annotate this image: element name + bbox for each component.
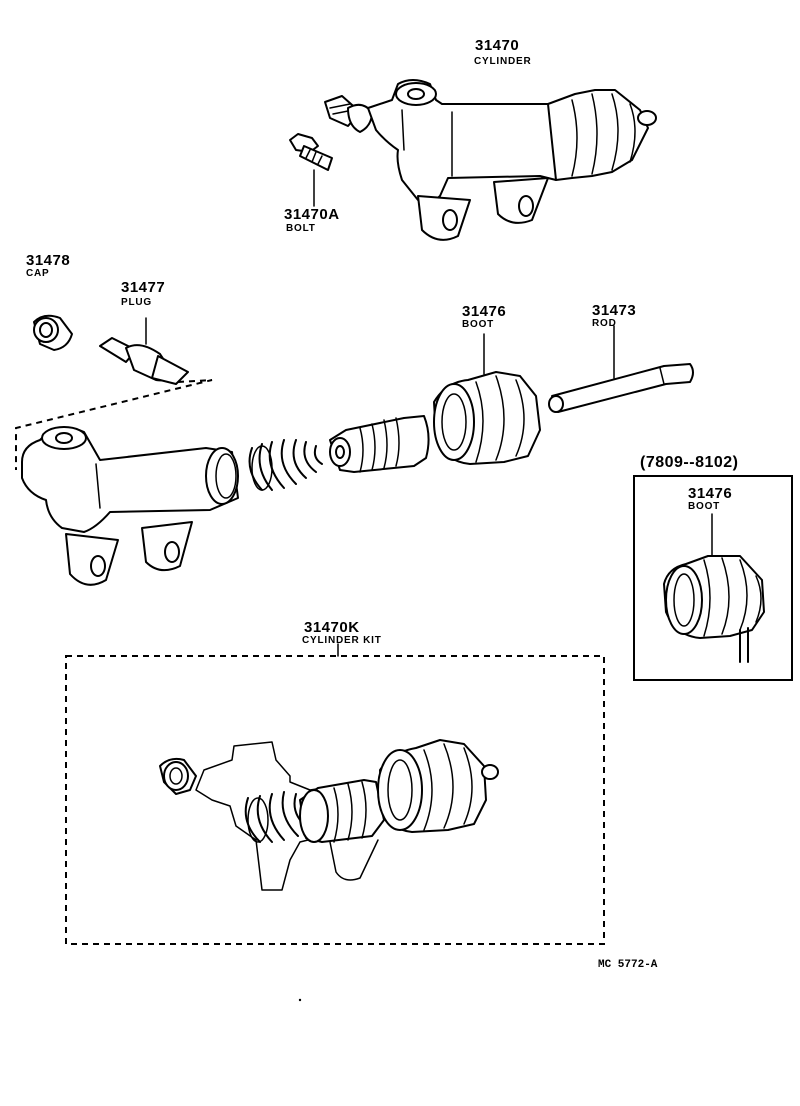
drawing-code: MC 5772-A bbox=[598, 959, 658, 971]
plug-drawing bbox=[15, 317, 213, 470]
boot-drawing bbox=[433, 333, 541, 465]
variant-boot-drawing bbox=[663, 513, 765, 663]
cap-drawing bbox=[33, 314, 73, 351]
stray-dot bbox=[298, 998, 302, 1002]
cylinder-part-number: 31470 bbox=[475, 37, 520, 54]
variant-boot-part-number: 31476 bbox=[688, 485, 733, 502]
bolt-part-name: BOLT bbox=[286, 223, 316, 234]
piston-drawing bbox=[329, 415, 430, 473]
cylinder-assembly-drawing bbox=[324, 79, 657, 241]
bolt-drawing bbox=[289, 133, 333, 207]
cylinder-kit-part-number: 31470K bbox=[304, 619, 360, 636]
cylinder-part-name: CYLINDER bbox=[474, 56, 532, 67]
variant-box-frame bbox=[633, 475, 793, 681]
variant-boot-part-name: BOOT bbox=[688, 501, 721, 512]
spring-drawing bbox=[248, 439, 323, 491]
rod-part-number: 31473 bbox=[592, 302, 637, 319]
cylinder-kit-drawing bbox=[159, 739, 499, 891]
cylinder-kit-frame bbox=[65, 655, 605, 945]
boot-part-number: 31476 bbox=[462, 303, 507, 320]
cylinder-body-drawing bbox=[21, 426, 239, 586]
rod-part-name: ROD bbox=[592, 318, 617, 329]
boot-part-name: BOOT bbox=[462, 319, 495, 330]
cap-part-name: CAP bbox=[26, 268, 50, 279]
bolt-part-number: 31470A bbox=[284, 206, 340, 223]
cylinder-kit-part-name: CYLINDER KIT bbox=[302, 635, 382, 646]
plug-part-name: PLUG bbox=[121, 297, 152, 308]
plug-part-number: 31477 bbox=[121, 279, 166, 296]
variant-date-range: (7809--8102) bbox=[640, 454, 739, 471]
rod-drawing bbox=[548, 325, 694, 413]
cap-part-number: 31478 bbox=[26, 252, 71, 269]
